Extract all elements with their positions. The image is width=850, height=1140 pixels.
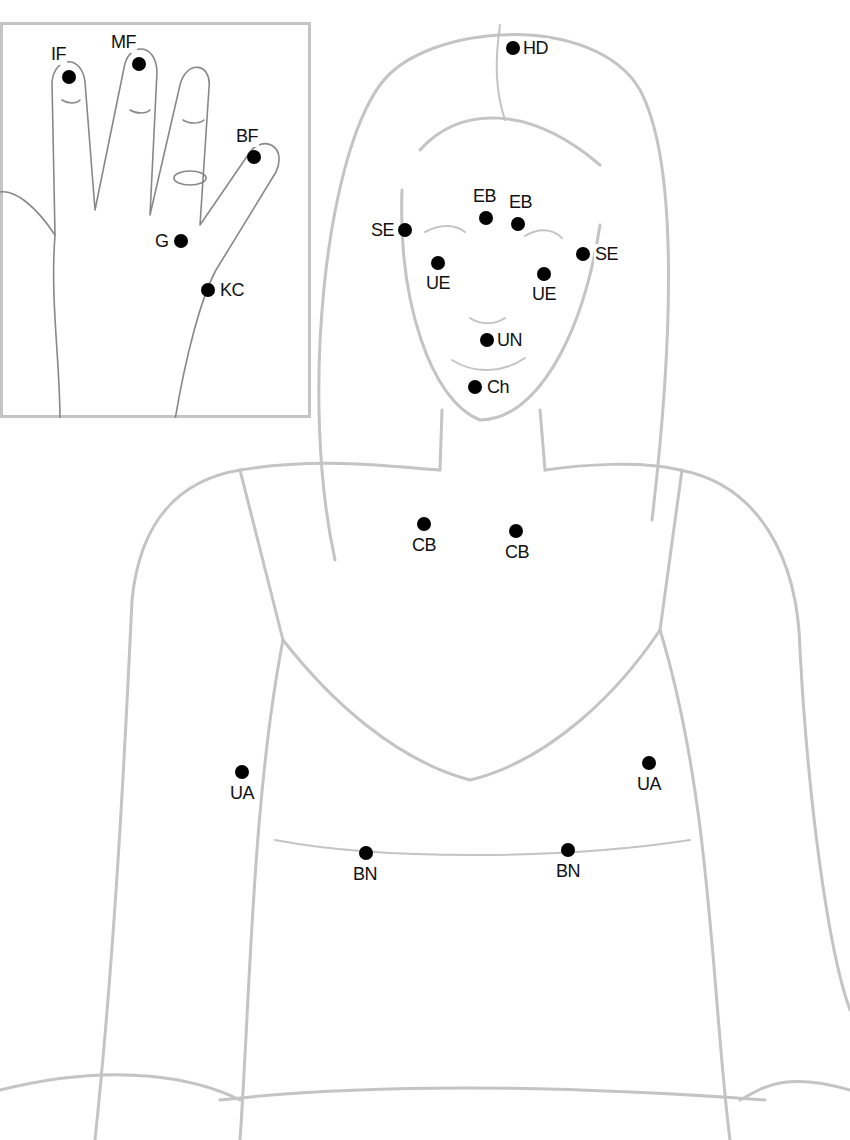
point-label: BF (235, 126, 259, 147)
point-label: G (154, 231, 170, 252)
point-label: MF (110, 32, 137, 53)
point-label: IF (50, 44, 67, 65)
point-label: CB (504, 542, 530, 563)
point-label: EB (472, 186, 497, 207)
point-label: BN (555, 861, 581, 882)
point-label: Ch (486, 377, 510, 398)
point-label: UA (229, 783, 255, 804)
point-label: SE (370, 220, 395, 241)
point-label: CB (411, 535, 437, 556)
point-label: HD (522, 38, 549, 59)
point-label: UN (496, 330, 523, 351)
point-label: SE (594, 244, 619, 265)
point-label: BN (352, 864, 378, 885)
point-label: UE (425, 273, 451, 294)
point-label: EB (508, 192, 533, 213)
point-label: UE (531, 284, 557, 305)
point-label: UA (636, 774, 662, 795)
point-label: KC (219, 280, 245, 301)
